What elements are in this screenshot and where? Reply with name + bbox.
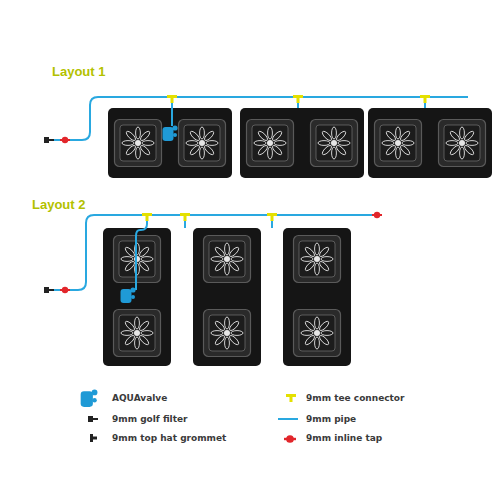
tee-connector xyxy=(267,213,277,221)
inline-tap xyxy=(60,137,70,143)
legend-text: AQUAvalve xyxy=(112,393,167,403)
legend-pipe-sample xyxy=(278,418,298,420)
legend-tap-sample xyxy=(284,435,296,443)
tray xyxy=(193,228,261,366)
golf-filter xyxy=(44,287,54,293)
tray xyxy=(108,108,232,178)
layout-title: Layout 2 xyxy=(32,197,85,212)
aquavalve xyxy=(121,287,136,303)
tee-connector xyxy=(293,95,303,103)
tee-connector xyxy=(420,95,430,103)
legend-aquavalve-sample xyxy=(81,390,98,407)
tray xyxy=(368,108,492,178)
legend-text: 9mm inline tap xyxy=(306,433,382,443)
tee-connector xyxy=(142,213,152,221)
tee-connector xyxy=(180,213,190,221)
legend-filter-sample xyxy=(88,416,98,422)
tray xyxy=(240,108,364,178)
legend-text: 9mm tee connector xyxy=(306,393,405,403)
legend-grommet-sample xyxy=(90,434,97,442)
legend-text: 9mm top hat grommet xyxy=(112,433,226,443)
golf-filter xyxy=(44,137,54,143)
layout-title: Layout 1 xyxy=(52,64,105,79)
tray xyxy=(283,228,351,366)
legend-text: 9mm golf filter xyxy=(112,414,188,424)
tee-connector xyxy=(167,95,177,103)
legend-text: 9mm pipe xyxy=(306,414,356,424)
pipe xyxy=(50,97,468,140)
legend-tee-sample xyxy=(286,394,296,402)
pipe xyxy=(50,215,380,290)
aquavalve xyxy=(163,125,178,141)
inline-tap xyxy=(60,287,70,293)
inline-tap xyxy=(372,212,382,218)
